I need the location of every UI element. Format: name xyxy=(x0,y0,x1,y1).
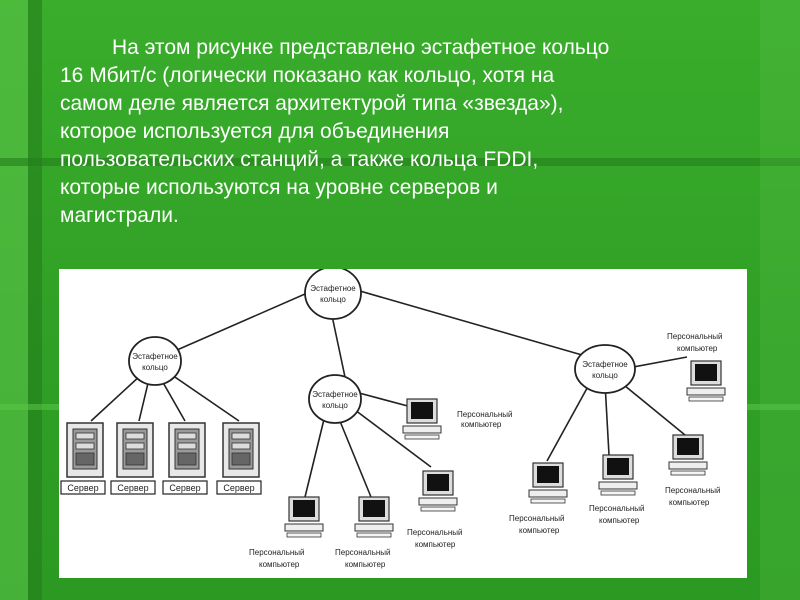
network-diagram-svg: Эстафетное кольцо Эстафетное кольцо Эста… xyxy=(59,269,747,578)
pc-node: Персональный компьютер xyxy=(667,332,725,401)
pc-label: компьютер xyxy=(677,344,718,353)
ring-label: Эстафетное xyxy=(310,284,356,293)
network-diagram: Эстафетное кольцо Эстафетное кольцо Эста… xyxy=(59,269,747,578)
pc-label: компьютер xyxy=(669,498,710,507)
text-line: пользовательских станций, а также кольца… xyxy=(60,146,750,174)
pc-label: Персональный xyxy=(589,504,645,513)
slide-body-text: На этом рисунке представлено эстафетное … xyxy=(60,34,750,230)
ring-label: кольцо xyxy=(322,401,348,410)
pc-label: Персональный xyxy=(667,332,723,341)
ring-label: кольцо xyxy=(592,371,618,380)
ring-label: кольцо xyxy=(320,295,346,304)
background-stripe xyxy=(28,0,42,600)
ring-label: Эстафетное xyxy=(582,360,628,369)
pc-node: Персональный компьютер xyxy=(509,463,567,535)
server-label: Сервер xyxy=(67,483,98,493)
text-line: На этом рисунке представлено эстафетное … xyxy=(60,34,750,62)
text-line: которые используются на уровне серверов … xyxy=(60,174,750,202)
text-line: магистрали. xyxy=(60,202,750,230)
ring-node: Эстафетное кольцо xyxy=(305,269,361,319)
pc-label: компьютер xyxy=(345,560,386,569)
pc-node: Персональный компьютер xyxy=(589,455,645,525)
server-label: Сервер xyxy=(117,483,148,493)
ring-node: Эстафетное кольцо xyxy=(575,345,635,393)
server-label: Сервер xyxy=(223,483,254,493)
server-node: Сервер xyxy=(163,423,207,494)
text-line: самом деле является архитектурой типа «з… xyxy=(60,90,750,118)
ring-label: Эстафетное xyxy=(312,390,358,399)
pc-label: Персональный xyxy=(457,410,513,419)
ring-node: Эстафетное кольцо xyxy=(309,375,361,423)
server-node: Сервер xyxy=(111,423,155,494)
text-line: 16 Мбит/с (логически показано как кольцо… xyxy=(60,62,750,90)
pc-node: Персональный компьютер xyxy=(407,471,463,549)
pc-label: Персональный xyxy=(249,548,305,557)
ring-label: кольцо xyxy=(142,363,168,372)
pc-label: компьютер xyxy=(415,540,456,549)
background-stripe xyxy=(0,0,28,600)
ring-label: Эстафетное xyxy=(132,352,178,361)
pc-node: Персональный компьютер xyxy=(249,497,323,569)
pc-node: Персональный компьютер xyxy=(335,497,393,569)
pc-label: компьютер xyxy=(461,420,502,429)
pc-node: Персональный компьютер xyxy=(403,399,513,439)
pc-label: Персональный xyxy=(407,528,463,537)
pc-label: компьютер xyxy=(259,560,300,569)
server-node: Сервер xyxy=(217,423,261,494)
ring-node: Эстафетное кольцо xyxy=(129,337,181,385)
background-stripe xyxy=(760,0,800,600)
pc-label: компьютер xyxy=(599,516,640,525)
pc-label: Персональный xyxy=(335,548,391,557)
pc-label: Персональный xyxy=(665,486,721,495)
server-node: Сервер xyxy=(61,423,105,494)
pc-node: Персональный компьютер xyxy=(665,435,721,507)
pc-label: Персональный xyxy=(509,514,565,523)
pc-label: компьютер xyxy=(519,526,560,535)
text-line: которое используется для объединения xyxy=(60,118,750,146)
server-label: Сервер xyxy=(169,483,200,493)
